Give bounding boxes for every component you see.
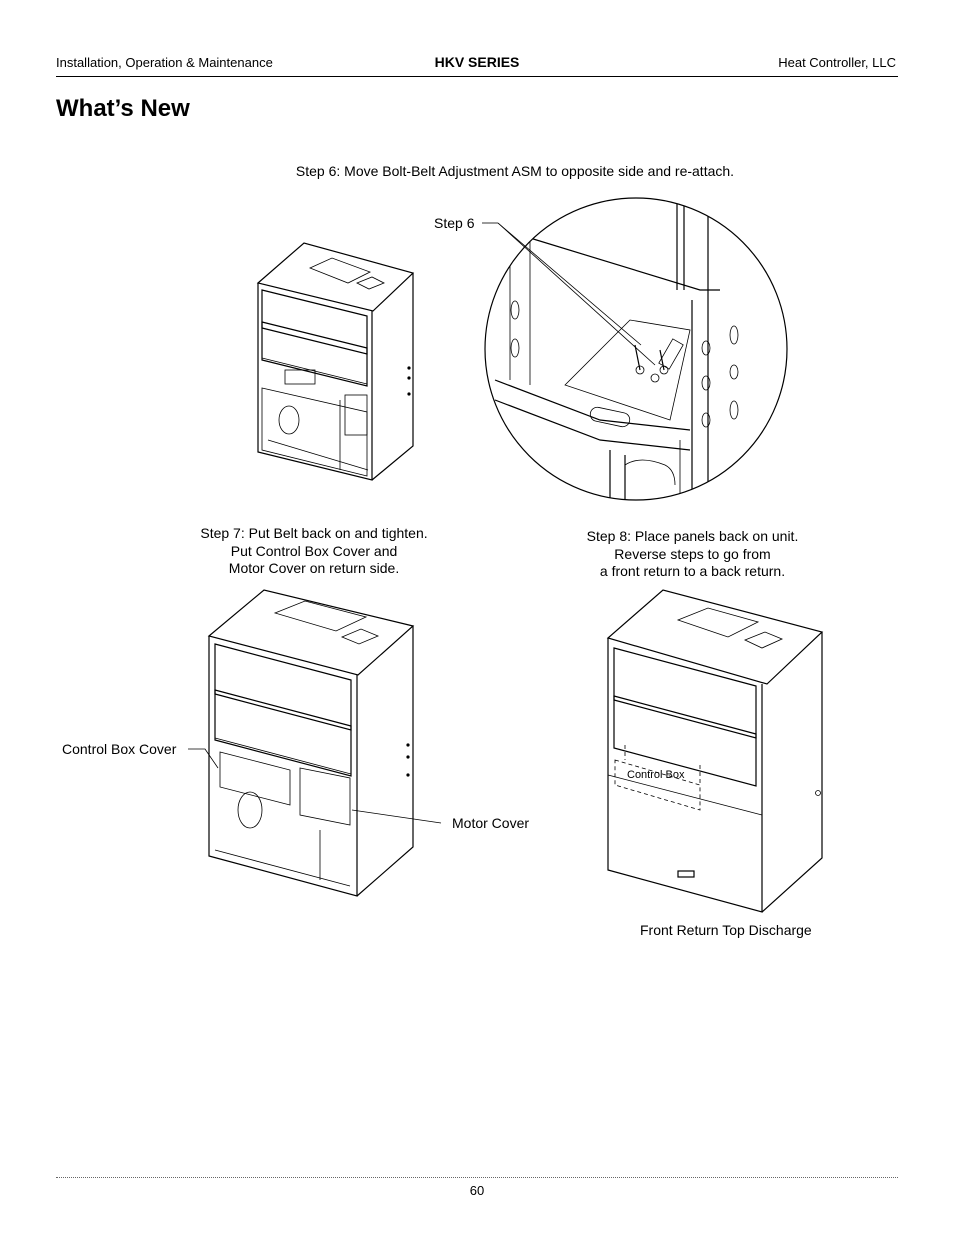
front-return-top-discharge-caption: Front Return Top Discharge [640, 922, 812, 938]
motor-cover-label: Motor Cover [452, 815, 530, 831]
header-rule [56, 76, 898, 77]
header-doc-type: Installation, Operation & Maintenance [56, 55, 273, 70]
header-company: Heat Controller, LLC [778, 55, 896, 70]
footer-rule [56, 1177, 898, 1178]
step6-callout-label: Step 6 [434, 215, 475, 231]
step8-caption-line2: Reverse steps to go from [614, 545, 771, 562]
step7-caption: Step 7: Put Belt back on and tighten. Pu… [170, 525, 458, 578]
step6-caption: Step 6: Move Bolt-Belt Adjustment ASM to… [295, 163, 735, 179]
step8-caption-line3: a front return to a back return. [599, 563, 786, 579]
header-series: HKV SERIES [434, 54, 520, 70]
step7-caption-line2: Put Control Box Cover and [230, 542, 398, 559]
step7-caption-line3: Motor Cover on return side. [228, 560, 400, 576]
step8-caption-line1: Step 8: Place panels back on unit. [586, 528, 799, 544]
step8-caption: Step 8: Place panels back on unit. Rever… [560, 528, 825, 581]
page-title: What’s New [56, 95, 190, 122]
page-number: 60 [469, 1183, 485, 1198]
control-box-cover-label: Control Box Cover [62, 741, 177, 757]
control-box-label: Control Box [627, 769, 685, 781]
step7-caption-line1: Step 7: Put Belt back on and tighten. [200, 525, 428, 541]
